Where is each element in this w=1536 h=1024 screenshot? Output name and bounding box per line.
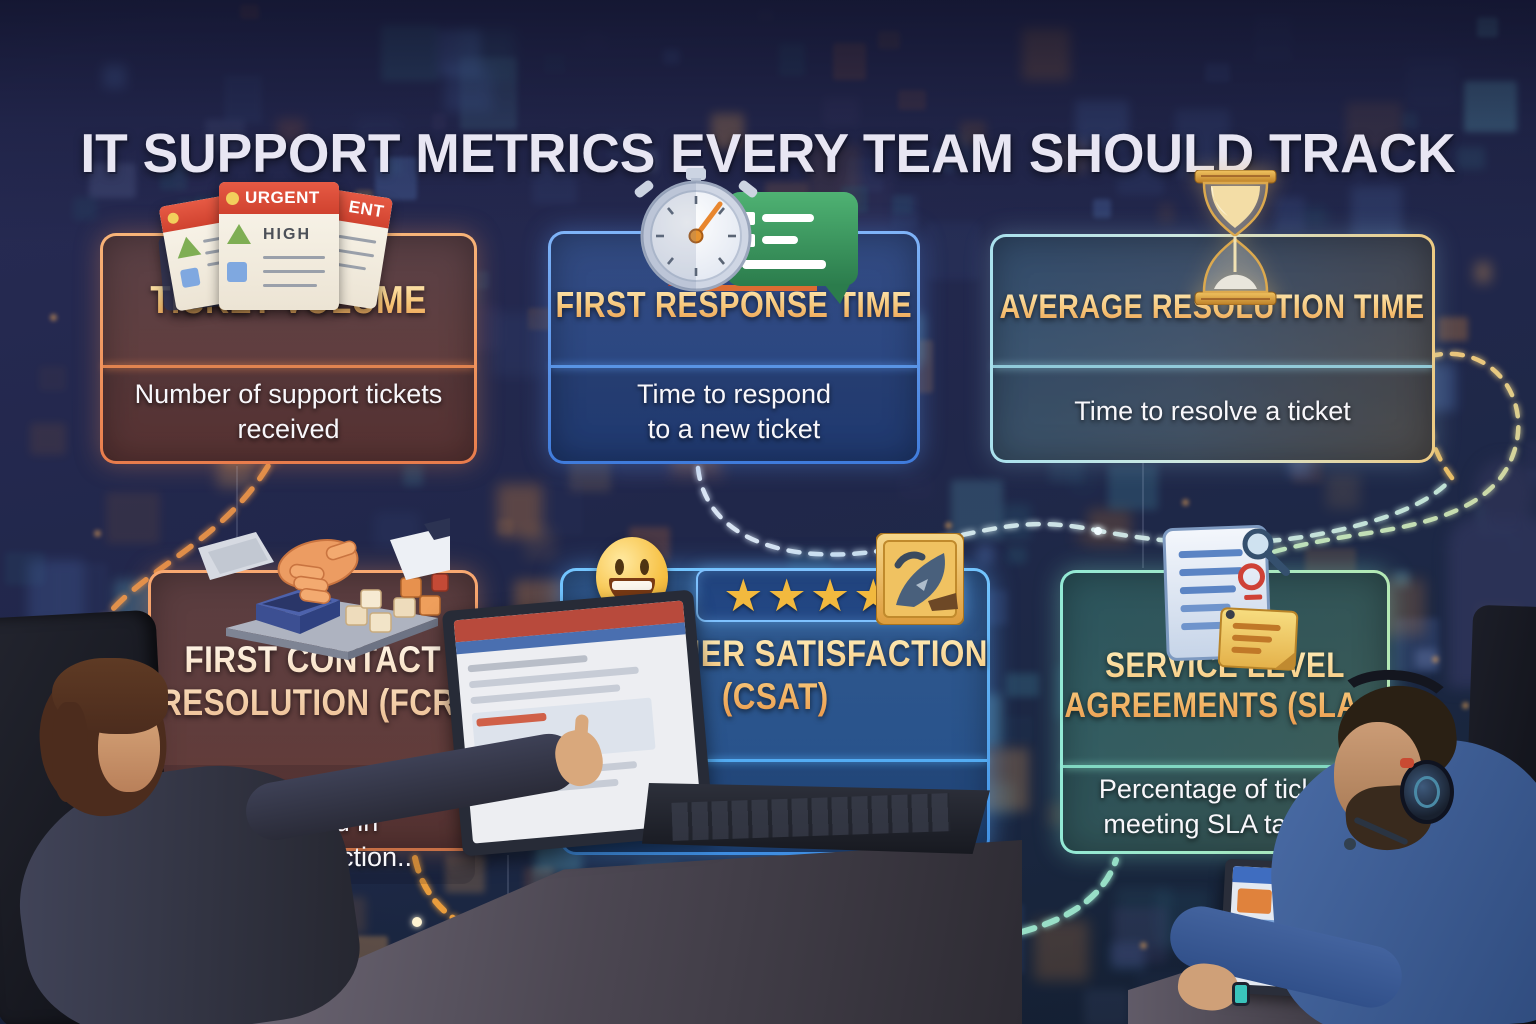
laptop-base-left — [642, 782, 990, 854]
headset-earcup — [1400, 758, 1454, 824]
support-tickets-icon: ENT URGENT HIGH — [158, 182, 394, 314]
card-divider — [993, 365, 1432, 368]
smartwatch — [1232, 982, 1250, 1006]
card-divider — [551, 365, 917, 368]
high-priority-label: HIGH — [263, 226, 311, 243]
card-description: Time to resolve a ticket — [993, 367, 1432, 460]
connector-frt-across — [695, 465, 1455, 557]
card-divider — [103, 365, 474, 368]
support-agent-right — [1120, 590, 1536, 1024]
stopwatch-chat-icon — [606, 166, 870, 308]
ticket-front-urgent: URGENT HIGH — [219, 182, 339, 310]
hourglass-icon — [1188, 169, 1283, 306]
support-agent-left — [0, 589, 1040, 1024]
